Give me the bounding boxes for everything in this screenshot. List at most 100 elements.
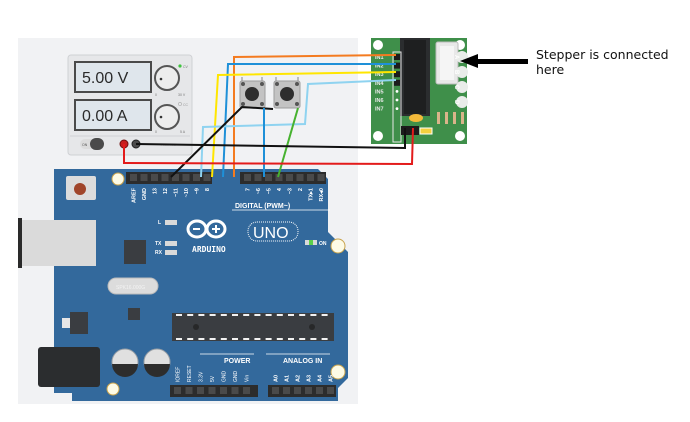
digital-pin[interactable] — [317, 174, 325, 181]
digital-pin[interactable] — [140, 174, 148, 181]
wire-black-supply-gnd[interactable] — [135, 128, 406, 150]
digital-pin-label: 2 — [298, 188, 304, 191]
power-pin[interactable] — [220, 387, 227, 394]
power-pin-label: RESET — [187, 365, 193, 382]
driver-led-label: C — [453, 85, 459, 90]
driver-input-label: IN4 — [375, 81, 385, 87]
analog-pin-label: A3 — [307, 375, 313, 382]
wire-red-supply-vcc[interactable] — [123, 127, 414, 166]
power-pin-label: GND — [222, 371, 228, 383]
usb-chip — [124, 240, 146, 264]
digital-pin-label: 8 — [205, 188, 211, 191]
digital-pin[interactable] — [275, 174, 283, 181]
driver-input-pin[interactable] — [395, 107, 399, 110]
cv-label: CV — [183, 65, 189, 69]
digital-pin[interactable] — [130, 174, 137, 181]
cc-led-icon — [178, 102, 182, 106]
wire-blue-in2-pin9[interactable] — [222, 63, 396, 178]
power-pin[interactable] — [231, 387, 239, 394]
chip-pin — [299, 314, 306, 316]
power-pin[interactable] — [174, 387, 181, 394]
driver-input-pin[interactable] — [394, 79, 400, 86]
power-jumper[interactable] — [419, 127, 433, 135]
logo-minus-icon — [193, 228, 200, 230]
push-button-2[interactable] — [273, 77, 301, 109]
chip-pin — [220, 338, 227, 340]
analog-pin[interactable] — [305, 387, 312, 394]
logo-plus-loop — [205, 219, 227, 239]
power-pin[interactable] — [185, 387, 193, 394]
wire-orange-in1-pin8[interactable] — [233, 54, 397, 177]
dc-power-jack[interactable] — [38, 347, 100, 387]
digital-pin[interactable] — [161, 174, 169, 181]
digital-pin[interactable] — [254, 174, 262, 181]
power-pin-label: 3.3V — [199, 371, 205, 382]
uno-badge — [247, 221, 299, 242]
digital-pin-label: 4 — [277, 187, 283, 191]
wire-black-button-gnd[interactable] — [170, 105, 274, 178]
analog-pin-label: A1 — [285, 375, 291, 382]
driver-input-pin[interactable] — [395, 98, 399, 102]
current-knob[interactable] — [154, 104, 180, 130]
digital-pin[interactable] — [265, 174, 272, 181]
driver-input-label: IN6 — [375, 98, 384, 104]
analog-pin[interactable] — [283, 387, 290, 394]
digital-pin[interactable] — [203, 174, 211, 181]
digital-pin-label: GND — [142, 188, 148, 200]
chip-pins — [176, 314, 328, 340]
arduino-brand: ARDUINO — [192, 245, 226, 254]
digital-pin[interactable] — [286, 174, 293, 181]
wire-lightblue-in4-pin11[interactable] — [200, 79, 397, 178]
button-cap[interactable] — [245, 87, 259, 101]
voltage-knob[interactable] — [154, 65, 180, 91]
resistor — [437, 112, 440, 124]
usb-port[interactable] — [22, 220, 96, 266]
button-cap[interactable] — [280, 87, 294, 101]
digital-pin[interactable] — [307, 174, 314, 181]
analog-pin-label: A0 — [274, 375, 280, 382]
digital-header[interactable] — [126, 172, 326, 184]
power-pin-label: IOREF — [176, 367, 182, 382]
regulator-tab — [62, 318, 70, 328]
analog-pin[interactable] — [327, 387, 334, 394]
mount-hole-icon — [330, 364, 346, 380]
digital-pin[interactable] — [151, 174, 158, 181]
power-pin[interactable] — [197, 387, 204, 394]
button-pin — [260, 102, 264, 106]
arduino-uno[interactable]: SPK16.000G ARDUINO UNO L TX — [18, 169, 348, 401]
mount-hole-icon — [455, 131, 465, 141]
power-supply[interactable]: 5.00 V 0.00 A CV 0 30 V CC 0 5 A ON VOLT… — [67, 54, 193, 156]
driver-input-pin[interactable] — [395, 90, 399, 93]
digital-pin[interactable] — [172, 174, 179, 181]
led-label-tx: TX — [155, 241, 162, 247]
power-pin-label: GND — [233, 371, 239, 383]
digital-pin[interactable] — [193, 174, 200, 181]
analog-header[interactable] — [268, 385, 336, 397]
digital-pin[interactable] — [296, 174, 304, 181]
analog-pin[interactable] — [294, 387, 301, 394]
push-button-1[interactable] — [239, 77, 266, 109]
digital-pin[interactable] — [244, 174, 251, 181]
power-header[interactable] — [401, 126, 419, 135]
digital-pin[interactable] — [182, 174, 190, 181]
voltage-regulator — [70, 312, 88, 334]
wire-green-button-pin5[interactable] — [277, 107, 299, 178]
chip-pin — [321, 314, 328, 316]
analog-pin[interactable] — [316, 387, 323, 394]
driver-input-pin[interactable] — [394, 54, 400, 60]
wire-yellow-in3-pin10[interactable] — [211, 71, 397, 178]
reset-button[interactable] — [74, 183, 86, 195]
power-pin[interactable] — [243, 387, 250, 394]
power-pin[interactable] — [208, 387, 216, 394]
power-header[interactable] — [170, 385, 258, 397]
chip-pin — [187, 314, 194, 316]
power-switch-knob[interactable] — [90, 138, 104, 150]
driver-input-pin[interactable] — [394, 71, 400, 78]
analog-pin[interactable] — [272, 387, 279, 394]
driver-input-pin[interactable] — [394, 62, 400, 69]
cv-led-icon — [178, 64, 182, 68]
